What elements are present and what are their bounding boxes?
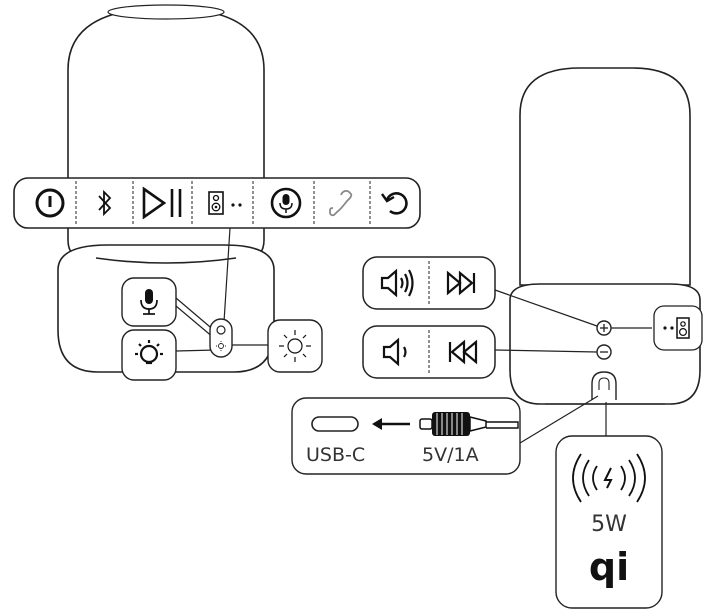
volume-up-panel: [362, 256, 496, 310]
rewind-icon[interactable]: [448, 339, 478, 365]
input-power-label: 5V/1A: [422, 444, 479, 466]
wireless-power-label: 5W: [591, 512, 627, 537]
left-base-buttons: [209, 318, 233, 358]
usb-c-port-icon: [311, 416, 359, 432]
right-leader-lines: [494, 289, 652, 444]
top-button-bar: [13, 177, 421, 229]
light-callout: [121, 329, 177, 381]
sun-callout: [267, 319, 323, 373]
light-sun-icon: [279, 330, 311, 362]
usb-c-plug-icon: [419, 412, 519, 436]
mic-callout: [121, 277, 177, 327]
small-mic-button-icon[interactable]: [216, 325, 226, 335]
volume-down-panel: [362, 325, 496, 379]
microphone-icon: [140, 289, 158, 315]
speaker-pair-icon: [663, 317, 690, 339]
wireless-pad-bump: [591, 371, 617, 400]
volume-down-icon[interactable]: [382, 337, 407, 367]
reset-icon[interactable]: [381, 192, 408, 215]
speaker-pair-icon[interactable]: [208, 191, 242, 215]
left-speaker-top-cap: [107, 4, 225, 20]
left-speaker-top-dome: [67, 7, 265, 178]
wireless-pad-slot: [598, 377, 610, 390]
wireless-charging-icon: [572, 453, 646, 503]
microphone-icon[interactable]: [270, 187, 302, 219]
right-speaker-body: [519, 67, 691, 286]
power-icon[interactable]: [35, 188, 65, 218]
usb-c-label: USB-C: [306, 444, 365, 466]
volume-up-icon[interactable]: [380, 268, 414, 298]
left-speaker-base-ledge: [95, 257, 237, 264]
phone-icon[interactable]: [329, 190, 353, 217]
usb-c-callout: USB-C 5V/1A: [291, 397, 521, 475]
wireless-charging-callout: 5W qi: [555, 435, 663, 609]
plus-icon[interactable]: [596, 320, 612, 336]
arrow-icon: [372, 418, 410, 430]
play-pause-icon[interactable]: [142, 186, 182, 220]
right-base-controls: [591, 305, 703, 400]
minus-icon[interactable]: [596, 344, 612, 360]
right-speaker: [509, 67, 701, 405]
light-bulb-icon: [135, 340, 163, 365]
bluetooth-icon[interactable]: [98, 189, 112, 217]
qi-logo: qi: [589, 545, 629, 589]
fast-forward-icon[interactable]: [446, 270, 476, 296]
small-light-button-icon[interactable]: [216, 341, 226, 351]
right-speaker-base: [509, 283, 701, 405]
left-leader-lines: [175, 227, 272, 352]
